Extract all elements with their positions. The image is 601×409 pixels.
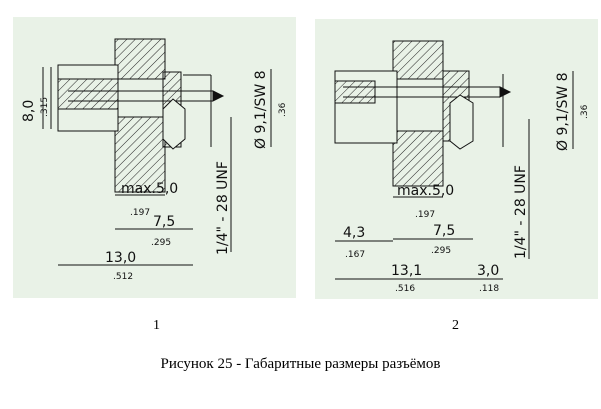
height-in: .315 <box>40 97 50 117</box>
connector-front <box>334 80 376 104</box>
len-c: 3,0 <box>477 263 499 279</box>
max-panel: max.5,0 <box>121 181 178 197</box>
connector-drawing-2-svg: 4,3 .167 max.5,0 .197 7,5 .295 13,1 .516… <box>334 40 590 294</box>
pin-tip <box>499 86 512 98</box>
panel-wall <box>114 38 166 80</box>
connector-drawing-1-svg: 8,0 .315 max.5,0 .197 7,5 .295 13,0 .512… <box>21 38 288 282</box>
len-a: 7,5 <box>433 223 455 239</box>
diameter-in: .36 <box>580 104 590 119</box>
max-panel-in: .197 <box>130 208 150 218</box>
len-b: 4,3 <box>343 225 365 241</box>
figure-caption: Рисунок 25 - Габаритные размеры разъёмов <box>160 356 441 372</box>
len-a-in: .295 <box>431 246 451 256</box>
pin-tip <box>212 90 225 102</box>
len-a: 7,5 <box>153 214 175 230</box>
figure-number-1: 1 <box>153 318 160 333</box>
nut-hex <box>162 98 186 150</box>
max-panel: max.5,0 <box>397 183 454 199</box>
len-b-in: .167 <box>345 250 365 260</box>
connector-drawing-1: 8,0 .315 max.5,0 .197 7,5 .295 13,0 .512… <box>13 17 296 298</box>
len-total: 13,0 <box>105 250 136 266</box>
height-mm: 8,0 <box>21 100 37 122</box>
max-panel-in: .197 <box>415 210 435 220</box>
thread-label: 1/4" - 28 UNF <box>513 165 529 259</box>
panel-wall <box>392 40 444 80</box>
panel-wall-lower <box>392 130 444 187</box>
figure-number-2: 2 <box>452 318 459 333</box>
connector-front <box>57 78 119 110</box>
len-total-in: .516 <box>395 284 415 294</box>
diameter-label: Ø 9,1/SW 8 <box>253 70 269 149</box>
diameter-label: Ø 9,1/SW 8 <box>555 72 571 151</box>
thread-label: 1/4" - 28 UNF <box>215 161 231 255</box>
nut-hex <box>449 94 474 150</box>
len-c-in: .118 <box>479 284 499 294</box>
len-total: 13,1 <box>391 263 422 279</box>
panel-wall-lower <box>114 116 166 193</box>
diameter-in: .36 <box>278 102 288 117</box>
connector-drawing-2: 4,3 .167 max.5,0 .197 7,5 .295 13,1 .516… <box>315 19 598 299</box>
len-a-in: .295 <box>151 238 171 248</box>
len-total-in: .512 <box>113 272 133 282</box>
